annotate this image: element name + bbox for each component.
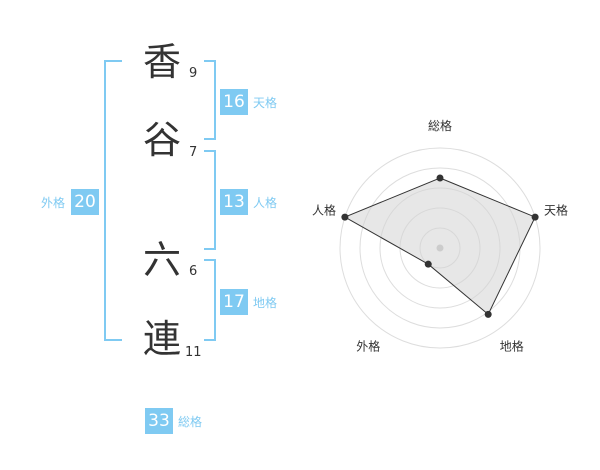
name-char-2: 谷 (142, 118, 181, 162)
gaikaku-bracket (104, 60, 122, 341)
stroke-count-2: 7 (189, 145, 198, 160)
chikaku-score: 17 (220, 289, 248, 315)
tenkaku-label: 天格 (253, 96, 278, 110)
tenkaku-bracket (204, 60, 216, 140)
soukaku-label: 総格 (178, 415, 203, 429)
name-char-4: 連 (142, 317, 181, 361)
radar-axis-label-0: 総格 (428, 118, 452, 133)
chikaku-bracket (204, 259, 216, 341)
stroke-count-4: 11 (185, 345, 202, 360)
radar-point-4 (341, 213, 349, 221)
jinkaku-bracket (204, 150, 216, 250)
radar-axis-label-4: 人格 (312, 202, 336, 217)
radar-point-3 (424, 260, 432, 268)
jinkaku-label: 人格 (253, 196, 278, 210)
radar-point-2 (484, 310, 492, 318)
radar-axis-label-2: 地格 (500, 339, 524, 354)
name-char-1: 香 (142, 40, 181, 84)
stroke-count-1: 9 (189, 66, 198, 81)
soukaku-score: 33 (145, 408, 173, 434)
radar-point-0 (436, 174, 444, 182)
gaikaku-label: 外格 (41, 196, 66, 210)
radar-axis-label-1: 天格 (544, 202, 568, 217)
chikaku-label: 地格 (253, 296, 278, 310)
gaikaku-score: 20 (71, 189, 99, 215)
stroke-count-3: 6 (189, 264, 198, 279)
tenkaku-score: 16 (220, 89, 248, 115)
jinkaku-score: 13 (220, 189, 248, 215)
radar-center-dot (436, 244, 444, 252)
name-char-3: 六 (142, 238, 181, 282)
radar-axis-label-3: 外格 (356, 339, 380, 354)
radar-points (341, 174, 539, 318)
radar-point-1 (531, 213, 539, 221)
